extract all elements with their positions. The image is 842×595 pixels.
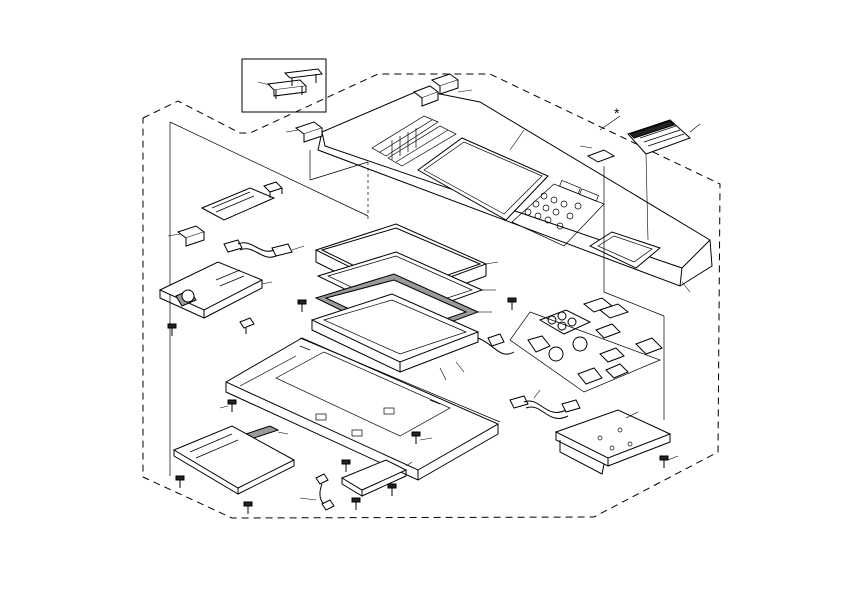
main-pcb-lower: [172, 425, 296, 495]
small-wire-lower: [299, 473, 335, 511]
asterisk-mark: *: [614, 105, 620, 121]
flex-ribbon-cable: [244, 425, 289, 439]
panel-recess: [588, 231, 662, 269]
small-pcb-upper: [200, 181, 283, 221]
cover-hook-left: [294, 121, 324, 143]
screw-plate-2: [341, 459, 351, 472]
wire-harness-left: [223, 239, 305, 258]
screw-board-1: [351, 497, 361, 510]
assembly-boundary: [142, 73, 721, 519]
guide-line-right-b: [603, 291, 665, 317]
small-label-sticker: [586, 149, 616, 163]
inset-clip-part: [257, 68, 323, 99]
screw-left-1: [167, 323, 177, 336]
small-board-lower: [340, 459, 413, 497]
lcd-module: [310, 293, 515, 381]
connector-clip-left: [167, 225, 206, 247]
lcd-window: [417, 137, 549, 221]
guide-line-top: [169, 121, 369, 217]
guide-line-hook-b: [309, 161, 369, 181]
lcd-screw-right: [507, 297, 517, 310]
inset-detail-box: [241, 58, 327, 113]
screw-keypad-pcb: [659, 455, 679, 468]
screw-pcb-1: [175, 475, 185, 488]
screw-board-2: [387, 483, 397, 496]
cover-hook-top-1: [412, 85, 440, 107]
lcd-screw: [297, 299, 307, 312]
keypad-pcb: [554, 409, 672, 475]
cover-hook-top-2: [430, 73, 460, 95]
decal-sheet: *: [599, 105, 701, 241]
speaker-pcb: [158, 261, 273, 319]
left-key-rows: [371, 115, 457, 167]
wire-harness-right: [509, 389, 581, 419]
screw-left-2: [239, 317, 255, 334]
control-panel-cover: [285, 73, 713, 293]
screw-plate-1: [219, 399, 237, 412]
base-chassis-plate: [224, 337, 501, 481]
button-cap-cluster: [509, 297, 663, 393]
screw-plate-3: [411, 431, 433, 444]
screw-pcb-2: [243, 501, 253, 514]
